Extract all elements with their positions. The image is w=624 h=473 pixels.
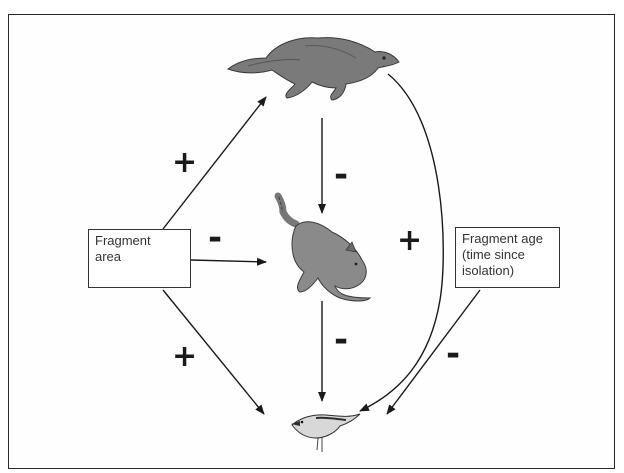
coyote-icon [228,38,399,100]
sign-area-to-cat: - [208,218,222,258]
sign-area-to-bird: + [172,339,197,374]
fragment-age-box: Fragment age (time since isolation) [455,227,560,288]
arrow-area-to-cat [191,260,266,262]
sign-coyote-to-bird: + [397,223,422,258]
sign-area-to-coyote: + [172,145,197,180]
sign-cat-to-bird: - [334,320,348,360]
cat-icon [278,196,370,301]
sign-coyote-to-cat: - [334,155,348,195]
sign-age-to-bird: - [446,334,460,374]
bird-icon [291,414,360,452]
fragment-area-box: Fragment area [88,229,191,288]
arrow-age-to-bird [387,290,480,414]
